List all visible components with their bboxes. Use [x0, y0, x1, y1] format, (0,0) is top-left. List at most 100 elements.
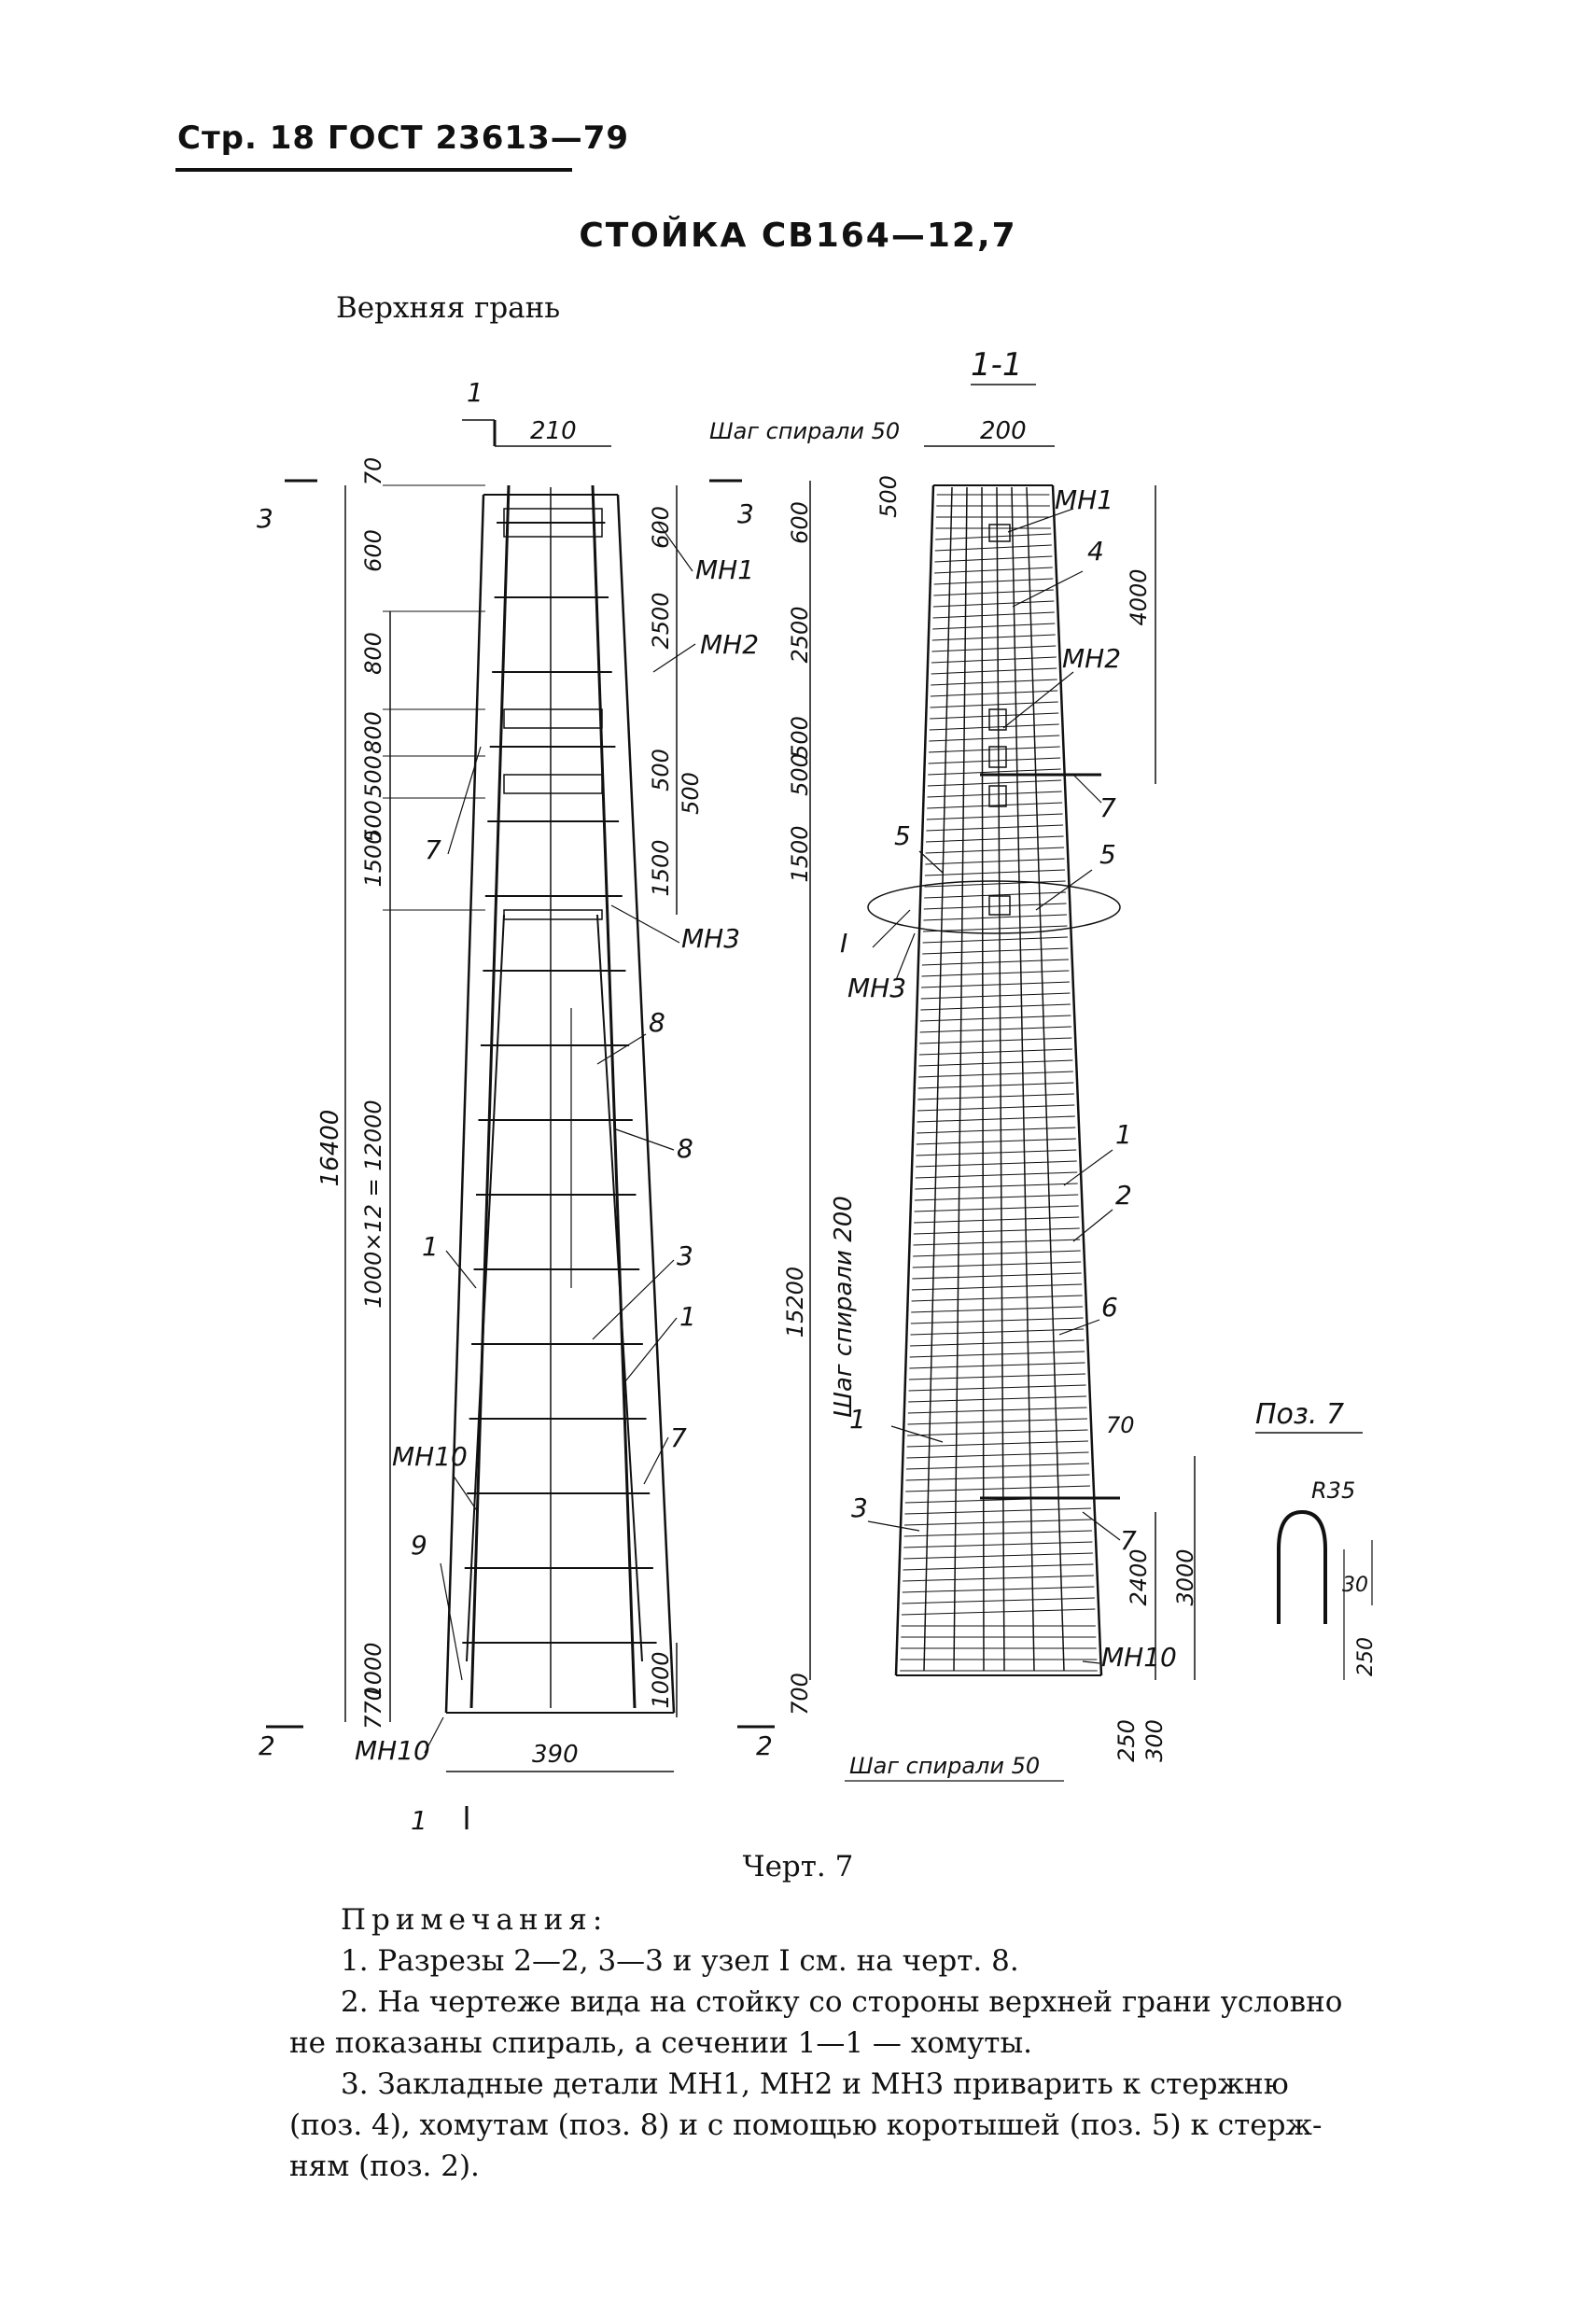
spiral-turn	[911, 1283, 1083, 1291]
spiral-turn	[921, 970, 1070, 977]
dimension-label: 70	[1106, 1412, 1135, 1438]
leader-line	[918, 850, 944, 874]
spiral-turn	[910, 1339, 1085, 1347]
dimension-label: 16400	[316, 1110, 344, 1187]
rebar-inner-right	[596, 914, 643, 1662]
leader-line	[452, 1474, 479, 1513]
spiral-turn	[907, 1418, 1088, 1425]
spiral-turn	[915, 1183, 1078, 1190]
spiral-turn	[930, 690, 1058, 697]
longitudinal-bar	[1026, 486, 1065, 1672]
spiral-turn	[903, 1552, 1093, 1560]
spiral-turn	[932, 611, 1055, 619]
dimension-label: 1000	[648, 1651, 674, 1708]
embedded-plate	[988, 785, 1007, 807]
callout-label: МН3	[681, 923, 740, 954]
spiral-turn	[931, 679, 1057, 686]
leader-line	[1063, 1149, 1113, 1186]
spiral-turn	[916, 1160, 1077, 1168]
spiral-turn	[909, 1351, 1085, 1358]
callout-label: 7	[425, 834, 441, 865]
page-header: Стр. 18 ГОСТ 23613—79	[177, 119, 630, 157]
callout-label: МН10	[1101, 1642, 1177, 1673]
callout-label: МН2	[1062, 643, 1121, 674]
dimension-label: 2500	[648, 592, 674, 649]
spiral-turn	[908, 1395, 1087, 1403]
spiral-turn	[920, 1003, 1071, 1011]
detail-title: Поз. 7	[1255, 1398, 1344, 1431]
dimension-label: 800	[360, 711, 386, 754]
leader-line	[1072, 774, 1102, 804]
spiral-turn	[934, 567, 1053, 574]
spiral-turn	[926, 813, 1063, 820]
callout-label: 1	[849, 1404, 866, 1435]
spiral-turn	[916, 1149, 1077, 1156]
spiral-pitch-label: Шаг спирали 50	[849, 1753, 1040, 1779]
spiral-turn	[927, 791, 1062, 798]
dimension-label: 210	[530, 417, 577, 445]
longitudinal-bar	[953, 486, 968, 1672]
dimension-label: 30	[1342, 1574, 1368, 1597]
dimension-label: 600	[787, 501, 813, 544]
callout-label: 1	[422, 1231, 439, 1262]
spiral-turn	[917, 1082, 1074, 1089]
spiral-turn	[931, 645, 1057, 652]
spiral-turn	[905, 1463, 1090, 1470]
spiral-turn	[911, 1295, 1083, 1302]
spiral-turn	[920, 992, 1071, 1000]
dimension-label: 250	[1354, 1637, 1378, 1676]
embedded-plate	[503, 508, 603, 538]
spiral-turn	[909, 1362, 1085, 1369]
dimension-label: 250	[1113, 1719, 1140, 1762]
spiral-turn	[907, 1429, 1088, 1436]
spiral-turn	[932, 600, 1055, 608]
leader-line	[440, 1562, 463, 1681]
leader-line	[652, 643, 696, 673]
spiral-turn	[927, 802, 1063, 809]
note-item: (поз. 4), хомутам (поз. 8) и с помощью к…	[289, 2108, 1323, 2142]
embedded-plate	[503, 774, 603, 794]
callout-label: 4	[1087, 536, 1104, 567]
leader-line	[890, 1425, 944, 1443]
spiral-turn	[915, 1171, 1078, 1179]
callout-label: 1	[1115, 1119, 1132, 1150]
spiral-turn	[932, 623, 1056, 630]
spiral-turn	[917, 1115, 1075, 1123]
spiral-turn	[918, 1059, 1073, 1067]
section-outline-right	[1051, 484, 1103, 1676]
callout-label: МН2	[700, 629, 759, 660]
callout-label: 7	[670, 1422, 687, 1453]
spiral-turn	[924, 891, 1067, 899]
dimension-label: 600	[648, 506, 674, 549]
dimension-label: 2400	[1126, 1548, 1152, 1605]
callout-label: 7	[1099, 792, 1116, 823]
section-mark-label: 1	[467, 377, 483, 408]
spiral-turn	[903, 1575, 1094, 1582]
spiral-turn	[935, 533, 1052, 540]
section-outline-left	[894, 484, 935, 1676]
section-mark-label: 3	[257, 503, 273, 534]
embedded-plate	[503, 909, 603, 920]
callout-label: 7	[1120, 1525, 1137, 1556]
spiral-turn	[931, 656, 1057, 664]
spiral-turn	[918, 1048, 1072, 1056]
note-item: 2. На чертеже вида на стойку со стороны …	[341, 1985, 1343, 2019]
spiral-pitch-label: Шаг спирали 200	[830, 1196, 858, 1418]
spiral-turn	[917, 1127, 1076, 1134]
leader-line	[596, 1033, 647, 1065]
note-item: 3. Закладные детали МН1, МН2 и МН3 прива…	[341, 2067, 1289, 2101]
callout-label: МН1	[695, 554, 754, 585]
section-mark-label: 3	[737, 498, 754, 529]
pole-outline-left	[444, 494, 485, 1714]
leader-line	[447, 746, 482, 855]
spiral-turn	[902, 1586, 1095, 1593]
section-mark-label: 2	[756, 1730, 773, 1761]
rebar-outer-left	[469, 484, 511, 1709]
spiral-turn	[923, 903, 1067, 910]
notes-block: Примечания: 1. Разрезы 2—2, 3—3 и узел I…	[289, 1899, 1377, 2187]
callout-label: 8	[677, 1133, 693, 1164]
spiral-turn	[930, 701, 1058, 708]
dimension-label: 500	[875, 475, 902, 518]
spiral-turn	[905, 1485, 1090, 1492]
callout-label: МН1	[1055, 484, 1113, 515]
